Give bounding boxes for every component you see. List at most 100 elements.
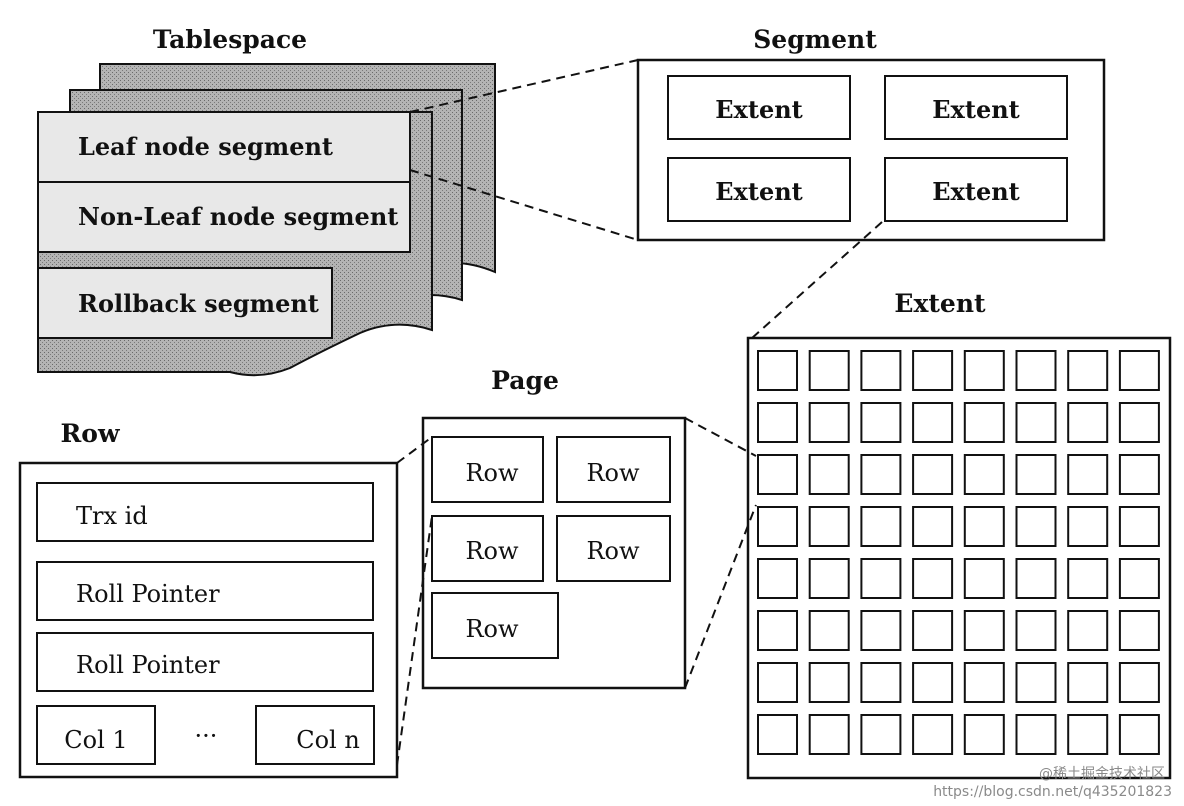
extent-page-cell xyxy=(860,610,902,651)
row-field-box xyxy=(36,482,374,542)
extent-page-grid xyxy=(757,350,1160,755)
extent-page-cell xyxy=(808,454,850,495)
segment-extent-box xyxy=(884,75,1068,140)
extent-page-cell xyxy=(1118,558,1160,599)
extent-page-cell xyxy=(860,558,902,599)
row-group: Row Trx id Roll Pointer Roll Pointer Col… xyxy=(18,419,399,779)
extent-page-cell xyxy=(860,454,902,495)
extent-page-cell xyxy=(808,558,850,599)
extent-page-cell xyxy=(1067,350,1109,391)
extent-page-cell xyxy=(808,350,850,391)
extent-page-cell xyxy=(1015,558,1057,599)
page-title: Page xyxy=(491,366,559,395)
leaf-node-segment-box xyxy=(37,111,411,183)
segment-extent-box xyxy=(667,75,851,140)
page-row-box xyxy=(556,436,671,503)
page-row-box xyxy=(431,436,544,503)
extent-page-cell xyxy=(1067,714,1109,755)
extent-page-cell xyxy=(1067,506,1109,547)
extent-page-cell xyxy=(860,402,902,443)
page-row-label: Row xyxy=(465,615,519,643)
extent-page-cell xyxy=(1067,662,1109,703)
row-field-box xyxy=(36,561,374,621)
extent-page-cell xyxy=(1067,610,1109,651)
page-row-box xyxy=(431,515,544,582)
col-1-label: Col 1 xyxy=(64,726,127,754)
page-row-box xyxy=(431,592,559,659)
extent-page-cell xyxy=(1015,506,1057,547)
extent-page-cell xyxy=(757,506,798,547)
col-n-label: Col n xyxy=(296,726,360,754)
connector-leaf-to-segment-top xyxy=(409,59,639,113)
columns-ellipsis: ··· xyxy=(195,722,218,750)
extent-page-cell xyxy=(808,402,850,443)
segment-extent-label: Extent xyxy=(715,95,803,124)
watermark-url: https://blog.csdn.net/q435201823 xyxy=(933,784,1172,800)
non-leaf-node-segment-label: Non-Leaf node segment xyxy=(78,202,398,231)
extent-page-cell xyxy=(1015,350,1057,391)
roll-pointer-label: Roll Pointer xyxy=(76,580,220,608)
extent-page-cell xyxy=(1067,558,1109,599)
extent-page-cell xyxy=(1015,454,1057,495)
page-row-label: Row xyxy=(586,537,640,565)
tablespace-title: Tablespace xyxy=(153,25,307,54)
segment-extent-label: Extent xyxy=(715,177,803,206)
extent-page-cell xyxy=(860,506,902,547)
extent-page-cell xyxy=(1118,610,1160,651)
extent-page-cell xyxy=(1015,662,1057,703)
page-row-label: Row xyxy=(465,537,519,565)
row-field-box xyxy=(36,632,374,692)
zoom-connectors xyxy=(396,59,883,766)
extent-page-cell xyxy=(808,506,850,547)
extent-page-cell xyxy=(1118,662,1160,703)
col-1-box xyxy=(36,705,156,765)
non-leaf-node-segment-box xyxy=(37,181,411,253)
extent-page-cell xyxy=(963,506,1005,547)
extent-page-cell xyxy=(912,662,954,703)
extent-page-cell xyxy=(1015,402,1057,443)
trx-id-label: Trx id xyxy=(76,502,148,530)
extent-page-cell xyxy=(860,714,902,755)
extent-page-cell xyxy=(1067,454,1109,495)
extent-page-cell xyxy=(757,402,798,443)
extent-page-cell xyxy=(963,610,1005,651)
extent-page-cell xyxy=(808,662,850,703)
extent-page-cell xyxy=(912,506,954,547)
watermark-text: @稀土掘金技术社区 xyxy=(1039,766,1165,782)
extent-page-cell xyxy=(1015,610,1057,651)
extent-page-cell xyxy=(912,454,954,495)
extent-page-cell xyxy=(963,714,1005,755)
page-group: Page Row Row Row Row Row xyxy=(421,366,687,690)
connector-leaf-to-segment-bottom xyxy=(409,169,639,241)
segment-title: Segment xyxy=(753,25,877,54)
rollback-segment-box xyxy=(37,267,333,339)
extent-page-cell xyxy=(860,350,902,391)
extent-page-cell xyxy=(912,558,954,599)
connector-page-to-extent-top xyxy=(684,417,757,457)
page-row-box xyxy=(556,515,671,582)
extent-page-cell xyxy=(1067,402,1109,443)
segment-group: Segment Extent Extent Extent Extent xyxy=(636,25,1106,242)
connector-row-to-page-bottom xyxy=(396,515,433,766)
leaf-node-segment-label: Leaf node segment xyxy=(78,132,333,161)
extent-page-cell xyxy=(757,610,798,651)
extent-page-cell xyxy=(757,454,798,495)
extent-page-cell xyxy=(808,714,850,755)
tablespace-group: Tablespace Leaf node segment Non-Leaf no… xyxy=(37,25,496,377)
extent-page-cell xyxy=(963,350,1005,391)
rollback-segment-label: Rollback segment xyxy=(78,289,319,318)
segment-extent-box xyxy=(884,157,1068,222)
extent-page-cell xyxy=(963,402,1005,443)
extent-page-cell xyxy=(912,350,954,391)
connector-page-to-extent-bottom xyxy=(684,504,757,689)
extent-page-cell xyxy=(1118,350,1160,391)
segment-extent-label: Extent xyxy=(932,177,1020,206)
extent-page-cell xyxy=(1118,454,1160,495)
segment-extent-box xyxy=(667,157,851,222)
extent-page-cell xyxy=(1118,714,1160,755)
row-title: Row xyxy=(61,419,121,448)
extent-page-cell xyxy=(808,610,850,651)
extent-page-cell xyxy=(1118,506,1160,547)
extent-page-cell xyxy=(912,714,954,755)
